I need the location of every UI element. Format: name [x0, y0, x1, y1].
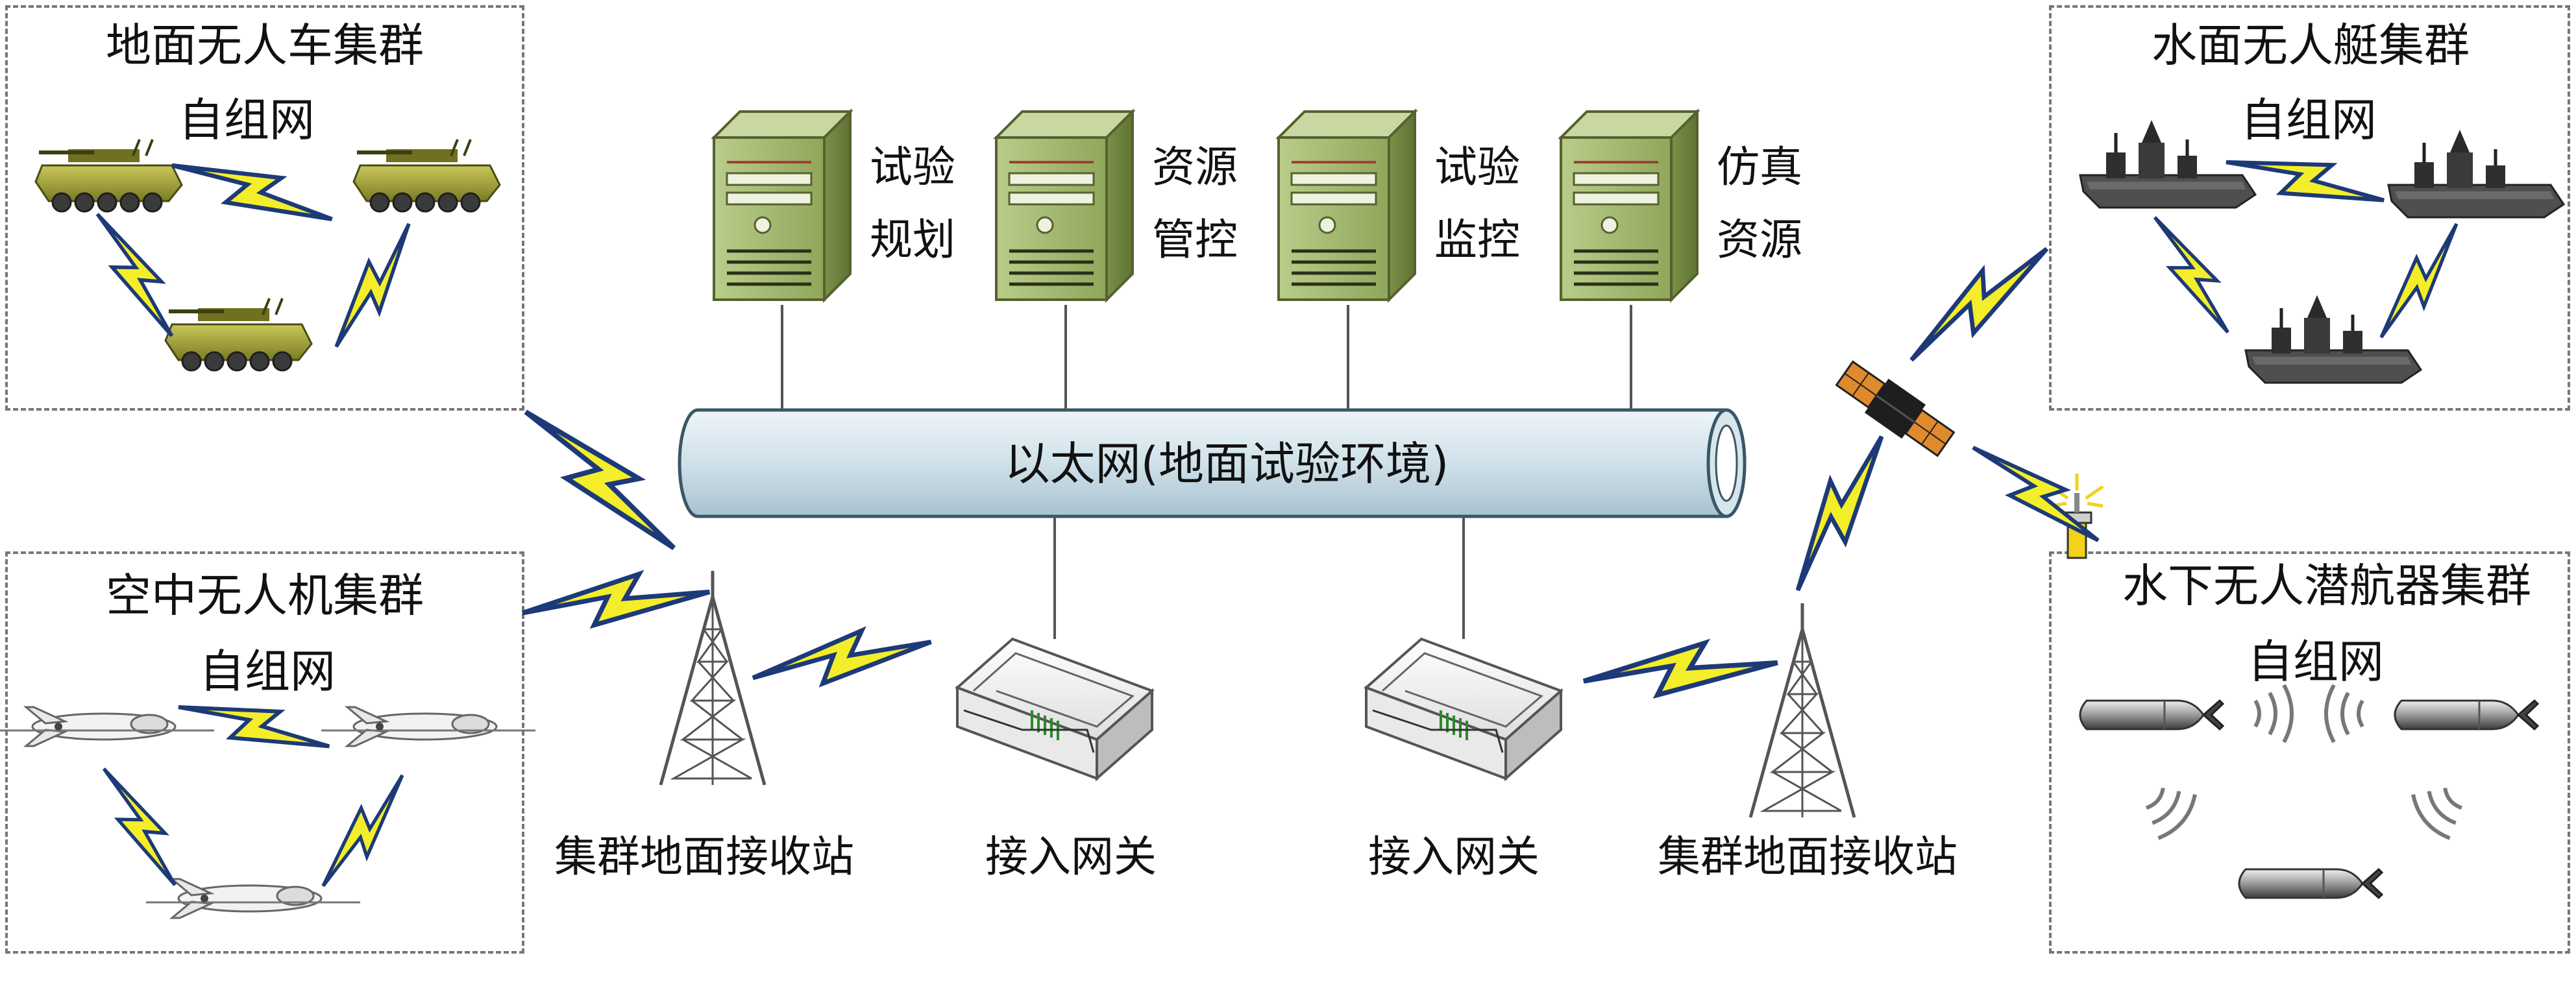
gateway-icon-right: [1365, 638, 1562, 780]
server-label-line2: 资源: [1717, 215, 1802, 265]
gateway-label-left: 接入网关: [985, 832, 1157, 882]
torpedo-icon: [2394, 699, 2539, 730]
gateway-icon-left: [956, 638, 1153, 780]
server-icon-test-monitoring: [1279, 112, 1415, 300]
underwater-cluster-title: 水下无人潜航器集群: [2122, 559, 2531, 612]
server-icon-simulation-resource: [1561, 112, 1697, 300]
air-uav-cluster-box: [5, 551, 524, 954]
ground-vehicle-cluster-box: [5, 5, 524, 411]
ship-icon: [2388, 130, 2564, 217]
server-icon-test-planning: [714, 112, 850, 300]
ethernet-label: 以太网(地面试验环境): [1004, 437, 1449, 490]
server-label-line1: 仿真: [1717, 142, 1802, 192]
ground-vehicle-icon: [354, 139, 500, 211]
server-label-line1: 试验: [870, 142, 955, 192]
air-uav-network-label: 自组网: [199, 645, 336, 698]
acoustic-signal-icon: [2326, 685, 2362, 742]
server-icon-resource-control: [996, 112, 1133, 300]
surface-boat-cluster-title: 水面无人艇集群: [2152, 19, 2470, 72]
ground-station-label-right: 集群地面接收站: [1658, 832, 1957, 882]
server-label-line2: 规划: [870, 215, 955, 265]
torpedo-icon: [2079, 699, 2224, 730]
torpedo-icon: [2238, 868, 2383, 899]
ground-vehicle-icon: [36, 139, 182, 211]
ground-station-label-left: 集群地面接收站: [554, 832, 854, 882]
server-label-line1: 试验: [1434, 142, 1520, 192]
gateway-label-right: 接入网关: [1368, 832, 1539, 882]
server-label-test-planning: 试验 规划: [870, 131, 955, 276]
tower-icon-right: [1750, 603, 1854, 817]
uav-icon: [320, 706, 537, 747]
ethernet-pipe: [678, 408, 1747, 518]
air-uav-cluster-title: 空中无人机集群: [106, 569, 424, 622]
acoustic-signal-icon: [2407, 776, 2472, 843]
ground-vehicle-network-label: 自组网: [178, 93, 315, 147]
server-label-test-monitoring: 试验 监控: [1434, 131, 1520, 276]
acoustic-signal-icon: [2137, 776, 2201, 843]
uav-icon: [145, 878, 362, 919]
acoustic-signal-icon: [2255, 685, 2292, 742]
server-links: [781, 305, 1632, 639]
surface-boat-cluster-box: [2049, 5, 2570, 411]
ground-vehicle-cluster-title: 地面无人车集群: [106, 19, 424, 72]
surface-boat-network-label: 自组网: [2240, 93, 2377, 147]
server-label-line2: 管控: [1152, 215, 1238, 265]
underwater-network-label: 自组网: [2248, 635, 2384, 688]
server-label-line2: 监控: [1434, 215, 1520, 265]
server-label-resource-control: 资源 管控: [1152, 131, 1238, 276]
ground-vehicle-icon: [166, 298, 312, 370]
satellite-icon: [1835, 360, 1956, 457]
underwater-cluster-box: [2049, 551, 2570, 954]
server-label-line1: 资源: [1152, 142, 1238, 192]
server-label-simulation-resource: 仿真 资源: [1717, 131, 1802, 276]
uav-icon: [0, 706, 215, 747]
